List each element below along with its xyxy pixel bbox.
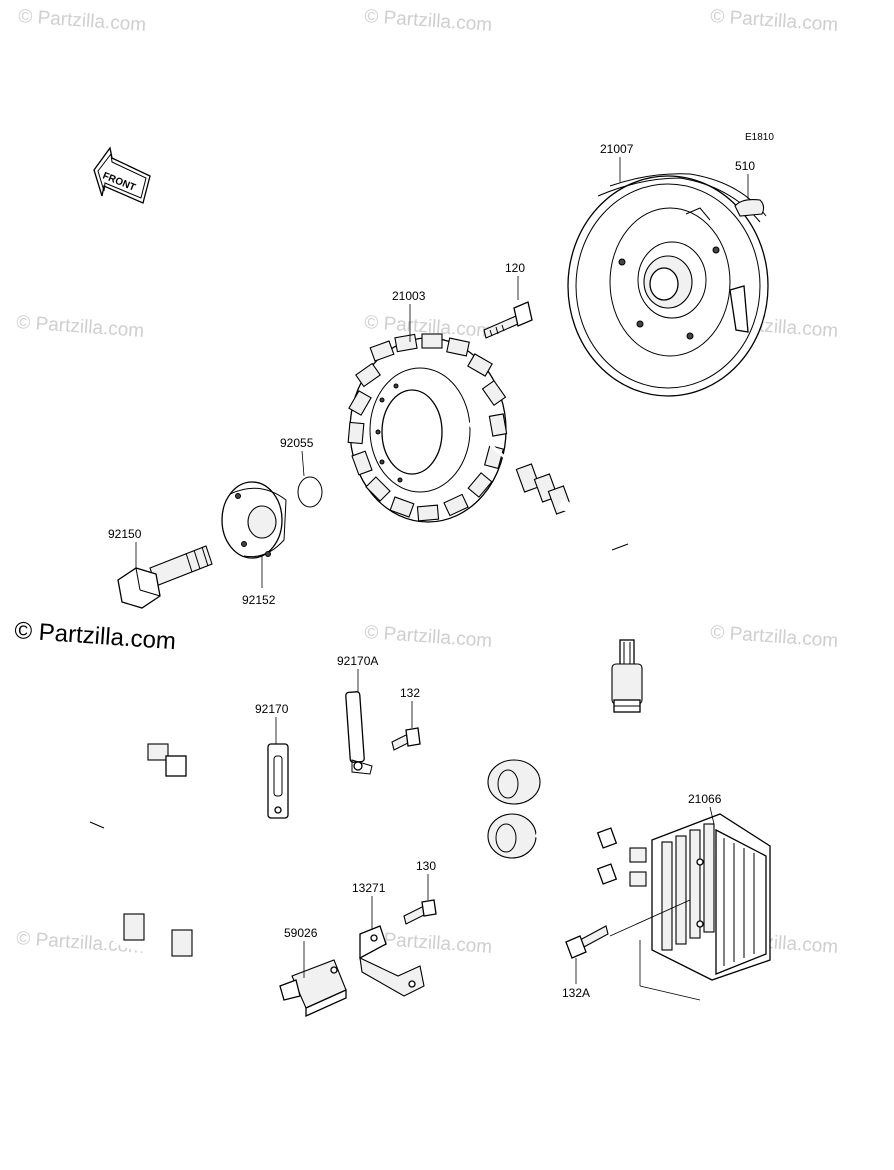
bracket-bolt: [403, 899, 437, 925]
part-number-92055: 92055: [280, 436, 314, 450]
watermark: © Partzilla.com: [710, 6, 839, 36]
stator-bolt: [483, 301, 533, 339]
front-arrow-icon: FRONT: [93, 146, 151, 204]
stator-harness: [515, 463, 643, 713]
clamp: [267, 743, 289, 819]
part-number-132a: 132A: [562, 986, 590, 1000]
part-number-59026: 59026: [284, 926, 318, 940]
part-number-92152: 92152: [242, 593, 276, 607]
bracket: [359, 925, 425, 997]
regulator-harness: [487, 759, 647, 887]
sensor-harness: [89, 738, 303, 1024]
flywheel: [567, 173, 769, 397]
watermark: © Partzilla.com: [16, 312, 145, 342]
part-number-92170: 92170: [255, 702, 289, 716]
watermark: © Partzilla.com: [364, 622, 493, 652]
part-number-13271: 13271: [352, 881, 386, 895]
o-ring: [297, 476, 323, 508]
watermark: © Partzilla.com: [710, 622, 839, 652]
sensor: [279, 959, 347, 1018]
part-number-21003: 21003: [392, 289, 426, 303]
part-number-92150: 92150: [108, 527, 142, 541]
woodruff-key: [734, 199, 765, 217]
part-number-21007: 21007: [600, 142, 634, 156]
clamp-a: [345, 691, 373, 775]
stator: [347, 333, 521, 523]
part-number-510: 510: [735, 159, 755, 173]
clamp-bolt: [391, 727, 421, 751]
regulator-bolt: [565, 925, 609, 959]
watermark: © Partzilla.com: [18, 6, 147, 36]
hub-bolt: [117, 545, 213, 609]
regulator: [609, 813, 771, 1001]
hub-plate: [221, 481, 287, 559]
watermark: © Partzilla.com: [364, 6, 493, 36]
part-number-120: 120: [505, 261, 525, 275]
part-number-21066: 21066: [688, 792, 722, 806]
diagram-code: E1810: [745, 132, 774, 143]
part-number-130: 130: [416, 859, 436, 873]
part-number-92170a: 92170A: [337, 654, 378, 668]
watermark-main: © Partzilla.com: [14, 617, 177, 655]
part-number-132: 132: [400, 686, 420, 700]
